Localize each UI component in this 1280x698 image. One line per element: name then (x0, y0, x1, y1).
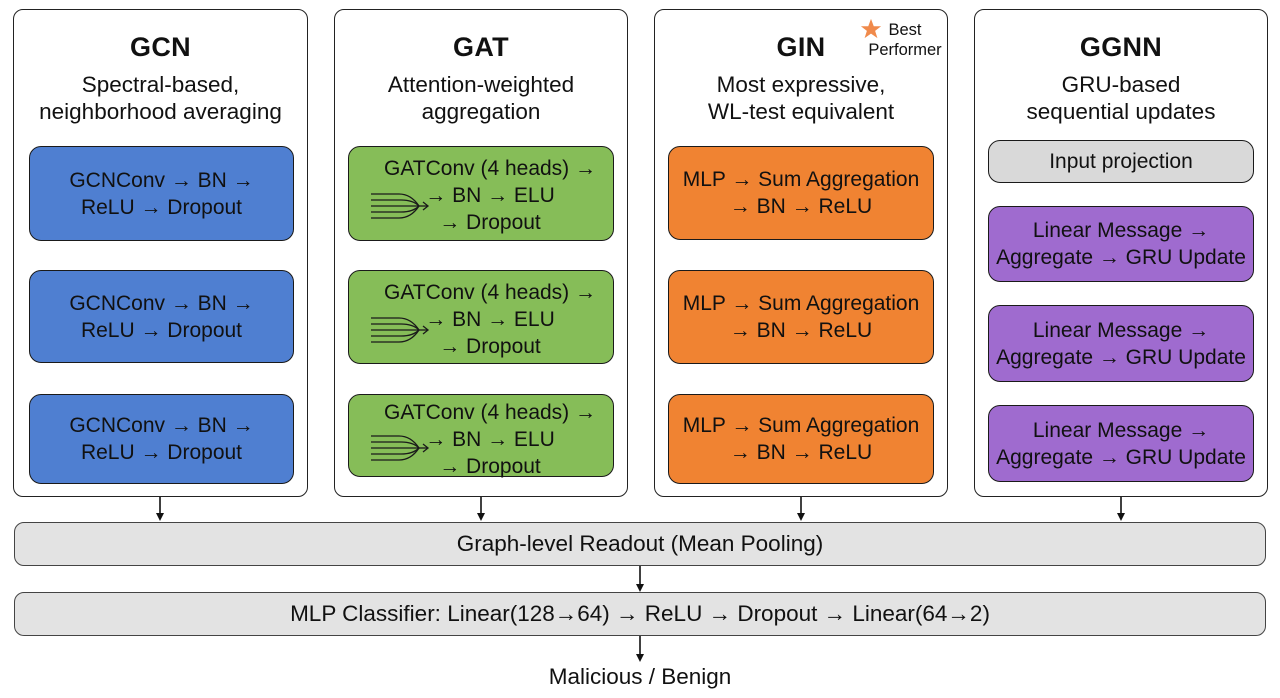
gcn-layer-3: GCNConv → BN → ReLU → Dropout (29, 394, 294, 484)
ggnn-layer-3: Linear Message → Aggregate → GRU Update (988, 405, 1254, 482)
ggnn-layer-1: Linear Message → Aggregate → GRU Update (988, 206, 1254, 282)
attention-fan-icon (371, 193, 430, 219)
ggnn-input-projection: Input projection (988, 140, 1254, 183)
gat-layer-1-label: GATConv (4 heads) → → BN → ELU → Dropout (383, 157, 597, 234)
gin-layer-3: MLP → Sum Aggregation → BN → ReLU (668, 394, 934, 484)
ggnn-description: GRU-based sequential updates (1026, 72, 1216, 124)
ggnn-layer-2: Linear Message → Aggregate → GRU Update (988, 305, 1254, 382)
output-label: Malicious / Benign (548, 664, 732, 689)
gcn-title: GCN (130, 32, 191, 62)
gat-layer-2: GATConv (4 heads) → → BN → ELU → Dropout (348, 270, 614, 364)
mlp-classifier: MLP Classifier: Linear(128→64) → ReLU → … (14, 592, 1266, 636)
star-icon (860, 18, 882, 39)
gin-layer-2: MLP → Sum Aggregation → BN → ReLU (668, 270, 934, 364)
gcn-layer-1: GCNConv → BN → ReLU → Dropout (29, 146, 294, 241)
attention-fan-icon (371, 317, 430, 343)
gin-description: Most expressive, WL-test equivalent (707, 72, 895, 124)
gin-title: GIN (776, 32, 826, 62)
gat-description: Attention-weighted aggregation (387, 72, 575, 124)
gcn-layer-2: GCNConv → BN → ReLU → Dropout (29, 270, 294, 363)
best-performer-label: Best Performer (868, 21, 942, 59)
attention-fan-icon (371, 435, 430, 461)
gat-layer-3-label: GATConv (4 heads) → → BN → ELU → Dropout (383, 401, 597, 478)
graph-readout: Graph-level Readout (Mean Pooling) (14, 522, 1266, 566)
gat-layer-1: GATConv (4 heads) → → BN → ELU → Dropout (348, 146, 614, 241)
gcn-description: Spectral-based, neighborhood averaging (39, 72, 282, 124)
gat-title: GAT (453, 32, 509, 62)
ggnn-title: GGNN (1079, 32, 1163, 62)
gat-layer-3: GATConv (4 heads) → → BN → ELU → Dropout (348, 394, 614, 478)
gin-layer-1: MLP → Sum Aggregation → BN → ReLU (668, 146, 934, 240)
gat-layer-2-label: GATConv (4 heads) → → BN → ELU → Dropout (383, 281, 597, 358)
